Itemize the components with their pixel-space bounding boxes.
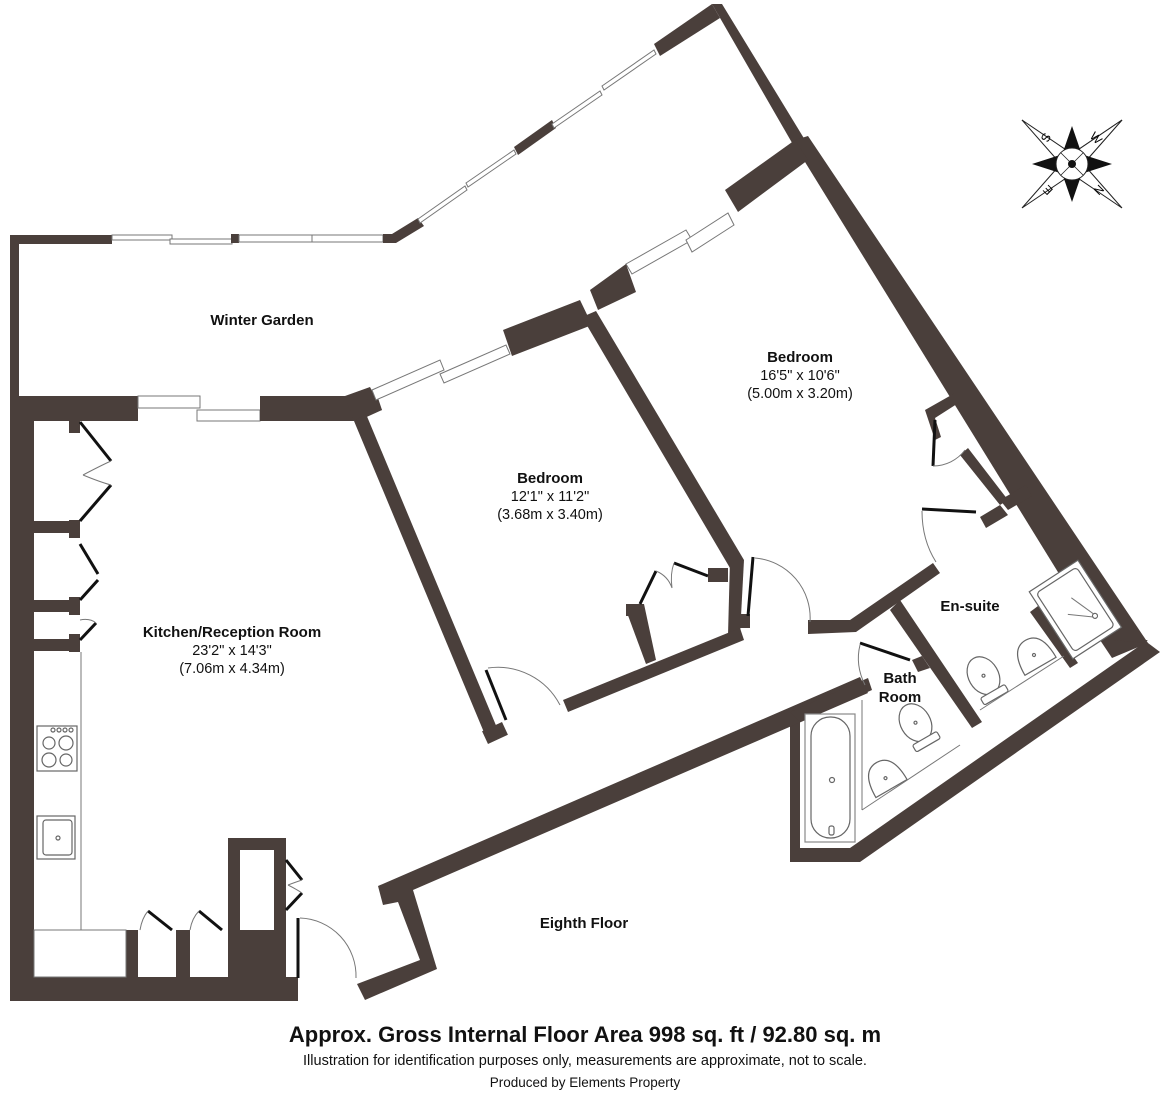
floor-plan — [10, 4, 1160, 1001]
hob-icon — [36, 725, 78, 772]
basin-icon — [1016, 637, 1057, 677]
toilet-icon — [898, 703, 941, 753]
room-label-en-suite: En-suite — [940, 597, 999, 616]
bathtub-icon — [804, 713, 856, 843]
room-name: Winter Garden — [210, 312, 314, 329]
doors — [78, 419, 977, 979]
floor-area-title: Approx. Gross Internal Floor Area 998 sq… — [288, 1022, 882, 1047]
room-name-line2: Room — [878, 689, 922, 706]
toilet-icon — [966, 656, 1009, 706]
room-name: Bedroom — [767, 349, 833, 366]
shower-icon — [1028, 559, 1123, 660]
basin-icon — [867, 759, 908, 799]
room-dim-imperial: 23'2" x 14'3" — [192, 643, 272, 659]
room-name: Bedroom — [517, 470, 583, 487]
interior-walls — [34, 212, 1078, 980]
sink-icon — [36, 815, 76, 860]
room-dim-imperial: 16'5" x 10'6" — [760, 368, 840, 384]
room-name: Kitchen/Reception Room — [142, 624, 322, 641]
room-label-bathroom: Bath Room — [879, 669, 922, 707]
room-label-bedroom-1: Bedroom 16'5" x 10'6" (5.00m x 3.20m) — [747, 348, 853, 403]
room-dim-metric: (7.06m x 4.34m) — [179, 661, 285, 677]
room-name: En-suite — [940, 598, 1000, 615]
winter-garden-walls — [10, 4, 805, 405]
room-label-bedroom-2: Bedroom 12'1" x 11'2" (3.68m x 3.40m) — [497, 469, 603, 524]
exterior-walls — [10, 136, 1160, 1001]
floor-label: Eighth Floor — [540, 914, 628, 933]
producer-credit: Produced by Elements Property — [489, 1075, 681, 1090]
floor-name: Eighth Floor — [539, 915, 629, 932]
room-name: Bath — [883, 670, 917, 687]
room-label-kitchen-reception: Kitchen/Reception Room 23'2" x 14'3" (7.… — [143, 623, 321, 678]
room-label-winter-garden: Winter Garden — [210, 311, 313, 330]
fixtures — [33, 559, 1123, 978]
room-dim-imperial: 12'1" x 11'2" — [510, 489, 590, 505]
compass-rose-icon: S W E N — [1021, 119, 1123, 209]
room-dim-metric: (3.68m x 3.40m) — [497, 507, 603, 523]
disclaimer-note: Illustration for identification purposes… — [303, 1053, 867, 1069]
room-dim-metric: (5.00m x 3.20m) — [747, 386, 853, 402]
